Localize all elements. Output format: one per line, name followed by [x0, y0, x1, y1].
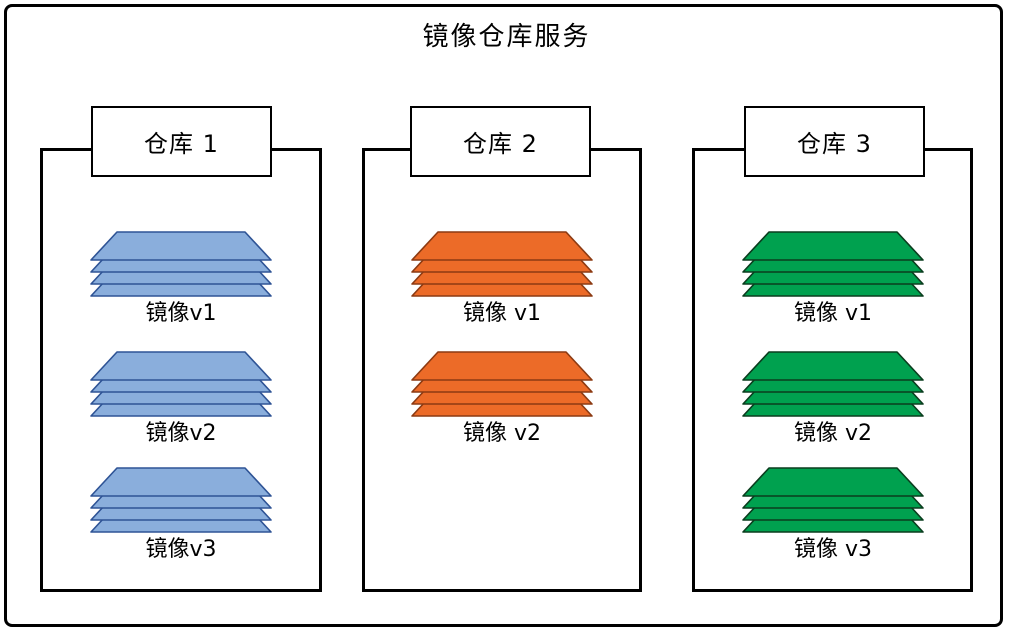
image-group: 镜像 v2 [410, 350, 594, 448]
repo-label-2: 仓库 2 [463, 130, 538, 158]
image-layers-icon [742, 467, 924, 533]
image-layers-icon [742, 351, 924, 417]
image-group: 镜像 v2 [741, 350, 925, 448]
image-layers-icon [90, 467, 272, 533]
image-layers-icon [90, 231, 272, 297]
image-version-label: 镜像 v2 [793, 421, 872, 446]
diagram-frame [4, 4, 1003, 627]
image-group: 镜像v1 [89, 230, 273, 328]
image-version-label: 镜像 v2 [462, 421, 541, 446]
repo-label-3: 仓库 3 [797, 130, 872, 158]
image-version-label: 镜像v3 [145, 537, 217, 562]
repo-label-box-2: 仓库 2 [410, 106, 591, 177]
image-group: 镜像 v3 [741, 466, 925, 564]
image-version-label: 镜像 v3 [793, 537, 872, 562]
image-version-label: 镜像 v1 [462, 301, 541, 326]
image-version-label: 镜像v2 [145, 421, 217, 446]
image-layers-icon [742, 231, 924, 297]
image-layers-icon [411, 231, 593, 297]
image-layers-icon [90, 351, 272, 417]
repo-label-box-3: 仓库 3 [744, 106, 925, 177]
image-version-label: 镜像v1 [145, 301, 217, 326]
image-group: 镜像 v1 [741, 230, 925, 328]
image-group: 镜像v2 [89, 350, 273, 448]
repo-label-1: 仓库 1 [144, 130, 219, 158]
image-group: 镜像 v1 [410, 230, 594, 328]
repo-label-box-1: 仓库 1 [91, 106, 272, 177]
image-group: 镜像v3 [89, 466, 273, 564]
image-layers-icon [411, 351, 593, 417]
diagram-title: 镜像仓库服务 [422, 22, 591, 52]
image-version-label: 镜像 v1 [793, 301, 872, 326]
